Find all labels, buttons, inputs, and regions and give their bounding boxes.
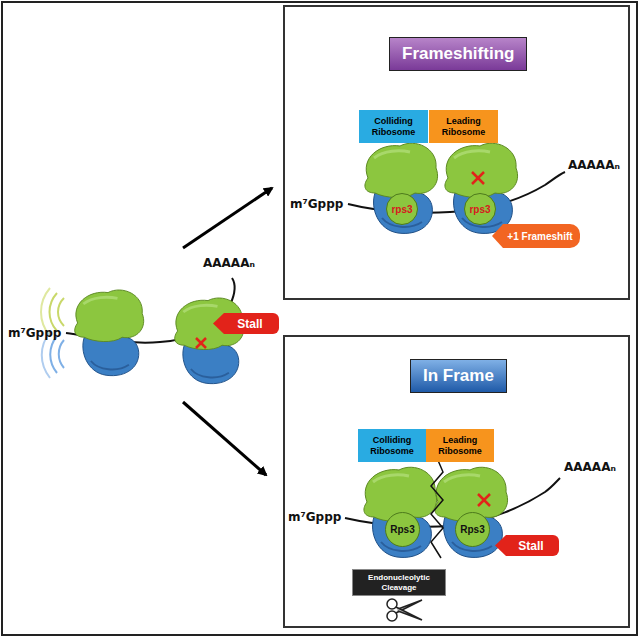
label-box: Leading Ribosome bbox=[429, 110, 498, 143]
protein-circle: rps3 bbox=[386, 193, 418, 225]
outcome-panel: FrameshiftingColliding Ribosome Leading R… bbox=[283, 5, 630, 300]
node-text: Rps3 bbox=[460, 524, 484, 535]
node-text: Colliding Ribosome bbox=[362, 116, 425, 137]
stall-tag: Stall bbox=[213, 313, 279, 334]
panel-heading: In Frame bbox=[410, 359, 507, 393]
mrna-end-label: AAAAAₙ bbox=[568, 158, 620, 172]
leading-ribosome bbox=[445, 143, 518, 233]
protein-circle: rps3 bbox=[464, 193, 496, 225]
node-text: +1 Frameshift bbox=[507, 231, 572, 242]
label-box: Leading Ribosome bbox=[426, 429, 494, 462]
frameshift-tag: +1 Frameshift bbox=[492, 224, 580, 248]
mrna-end-label: AAAAAₙ bbox=[564, 460, 616, 474]
protein-circle: Rps3 bbox=[385, 512, 420, 547]
panel-heading: Frameshifting bbox=[389, 37, 527, 71]
node-text: Endonucleolytic Cleavage bbox=[357, 573, 441, 591]
colliding-ribosome bbox=[364, 467, 437, 557]
mrna-end-label: m⁷Gppp bbox=[288, 510, 341, 524]
mrna-end-label: m⁷Gppp bbox=[8, 326, 61, 340]
mrna-end-label: m⁷Gppp bbox=[290, 197, 343, 211]
node-text: Rps3 bbox=[390, 524, 414, 535]
node-text: Stall bbox=[518, 539, 543, 553]
stall-cross bbox=[196, 338, 206, 348]
label-box: Colliding Ribosome bbox=[359, 110, 428, 143]
node-text: Colliding Ribosome bbox=[361, 435, 423, 456]
stall-cross bbox=[472, 172, 484, 184]
leading-ribosome bbox=[175, 298, 244, 384]
protein-circle: Rps3 bbox=[455, 512, 490, 547]
stall-cross bbox=[478, 494, 490, 506]
node-text: Stall bbox=[237, 317, 262, 331]
branch-arrow bbox=[183, 188, 272, 248]
cleavage-box: Endonucleolytic Cleavage bbox=[352, 569, 446, 596]
colliding-ribosome bbox=[75, 290, 144, 376]
mrna-end-label: AAAAAₙ bbox=[203, 256, 255, 270]
cleavage-line bbox=[431, 458, 443, 558]
outcome-panel: In FrameColliding Ribosome Leading Riboso… bbox=[283, 335, 630, 628]
node-text: Leading Ribosome bbox=[429, 435, 491, 456]
scissors bbox=[387, 599, 422, 621]
node-text: Leading Ribosome bbox=[432, 116, 495, 137]
node-text: rps3 bbox=[469, 204, 490, 215]
node-text: rps3 bbox=[391, 204, 412, 215]
label-box: Colliding Ribosome bbox=[358, 429, 426, 462]
colliding-ribosome bbox=[365, 143, 438, 233]
stall-tag: Stall bbox=[495, 535, 559, 556]
branch-arrow bbox=[183, 402, 266, 475]
